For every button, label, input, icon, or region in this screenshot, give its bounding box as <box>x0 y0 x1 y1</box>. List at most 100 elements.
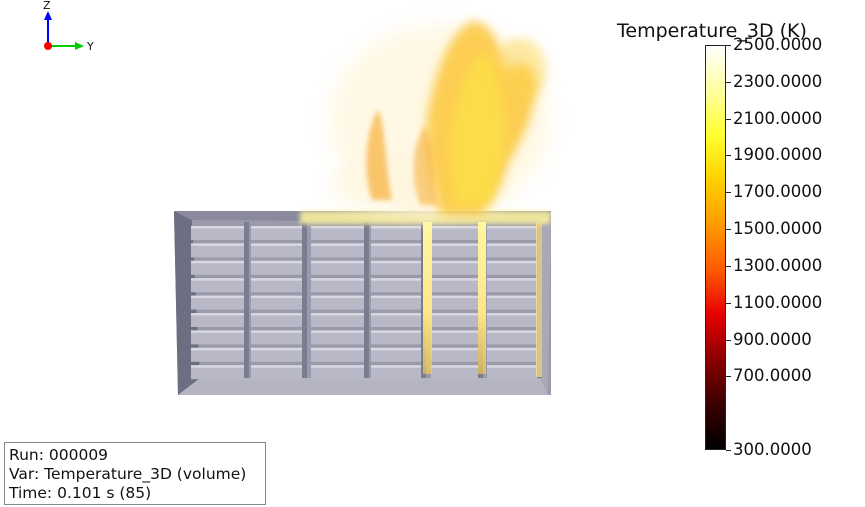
shelf-box <box>251 365 302 380</box>
shelf-box-top <box>371 295 421 299</box>
shelf-box <box>251 347 302 362</box>
shelf-box <box>311 295 364 310</box>
colorbar-tick-label: 1900.0000 <box>733 145 823 165</box>
shelf-box <box>371 313 421 327</box>
shelf-box <box>191 330 244 345</box>
colorbar-tick-mark <box>726 229 731 231</box>
shelf-box <box>487 347 537 362</box>
shelf-box <box>251 295 302 310</box>
shelf-box <box>371 330 421 345</box>
shelf-box <box>431 278 478 293</box>
shelf-box <box>251 330 302 345</box>
shelf-box <box>371 226 421 240</box>
shelf-box <box>487 295 537 310</box>
shelf-box <box>251 243 302 258</box>
shelf-box <box>311 243 364 258</box>
shelf-box-top <box>251 226 302 229</box>
colorbar-tick-mark <box>726 81 731 83</box>
flame-core <box>450 54 506 205</box>
shelf-box <box>487 278 537 293</box>
info-run: Run: 000009 <box>9 446 109 464</box>
shelf-box-top <box>251 313 302 316</box>
colorbar-tick-label: 1500.0000 <box>733 219 823 239</box>
hot-channel-left <box>423 222 432 374</box>
shelf-box <box>311 347 364 362</box>
shelf-box-top <box>191 226 244 229</box>
colorbar-tick-mark <box>726 339 731 341</box>
hot-right-edge <box>536 222 542 377</box>
shelf-box-top <box>487 347 537 351</box>
shelf-box <box>431 365 478 380</box>
shelf-box-top <box>251 278 302 281</box>
shelf-box <box>487 226 537 240</box>
shelf-box-top <box>251 365 302 368</box>
shelf-box-top <box>431 365 478 368</box>
shelf-box <box>431 243 478 258</box>
shelf-box-top <box>311 347 364 351</box>
shelf-box-top <box>191 260 244 264</box>
shelf-box-top <box>487 313 537 316</box>
shelf-box-top <box>191 278 244 281</box>
shelf-box <box>487 243 537 258</box>
shelf-box <box>251 260 302 275</box>
shelf-box <box>311 313 364 327</box>
shelf-box-top <box>311 330 364 333</box>
shelf-box-top <box>371 330 421 333</box>
hot-channel-right <box>478 222 486 374</box>
shelf-box-top <box>487 226 537 229</box>
shelf-box <box>371 243 421 258</box>
info-time: Time: 0.101 s (85) <box>9 484 152 502</box>
shelf-box <box>191 260 244 275</box>
shelf-box-top <box>191 347 244 351</box>
shelf-box <box>191 365 244 380</box>
shelf-box-top <box>311 313 364 316</box>
flame-left-tongue <box>366 110 392 200</box>
shelf-box <box>431 330 478 345</box>
colorbar-tick-mark <box>726 376 731 378</box>
axes-triad <box>44 11 84 50</box>
shelf-box-top <box>251 243 302 246</box>
shelf-box-top <box>487 278 537 281</box>
info-box: Run: 000009 Var: Temperature_3D (volume)… <box>4 442 266 505</box>
enclosure-floor <box>178 378 548 395</box>
shelf-box-top <box>311 243 364 246</box>
colorbar-tick-mark <box>726 192 731 194</box>
shelf-box-top <box>371 278 421 281</box>
shelf-box-top <box>431 278 478 281</box>
shelf-box-top <box>431 347 478 351</box>
shelf-box-top <box>191 313 244 316</box>
colorbar-tick-label: 2300.0000 <box>733 71 823 91</box>
shelf-box <box>311 365 364 380</box>
shelf-box-top <box>487 243 537 246</box>
shelf-box <box>191 313 244 327</box>
shelf-box <box>431 260 478 275</box>
colorbar-tick-label: 1100.0000 <box>733 292 823 312</box>
shelf-box-top <box>191 330 244 333</box>
y-axis-arrow <box>75 42 84 50</box>
shelf-box <box>371 260 421 275</box>
shelf-post <box>364 222 369 378</box>
colorbar-tick-mark <box>726 302 731 304</box>
shelf-box-top <box>251 295 302 299</box>
colorbar-tick-mark <box>726 45 731 46</box>
shelf-box-top <box>487 365 537 368</box>
shelf-racks <box>191 222 542 380</box>
info-var: Var: Temperature_3D (volume) <box>9 465 247 483</box>
shelf-box <box>311 278 364 293</box>
shelf-box-top <box>431 313 478 316</box>
shelf-box-top <box>431 295 478 299</box>
colorbar-tick-label: 1700.0000 <box>733 182 823 202</box>
shelf-box-top <box>191 295 244 299</box>
shelf-box-top <box>191 243 244 246</box>
shelf-box-top <box>371 226 421 229</box>
shelf-box <box>371 365 421 380</box>
colorbar-tick-label: 2500.0000 <box>733 35 823 54</box>
shelf-box <box>251 313 302 327</box>
flame-mid-tongue <box>413 125 438 205</box>
shelf-box-top <box>431 226 478 229</box>
shelf-box-top <box>487 295 537 299</box>
shelf-box <box>431 347 478 362</box>
shelf-box <box>431 313 478 327</box>
shelf-post <box>244 222 249 378</box>
